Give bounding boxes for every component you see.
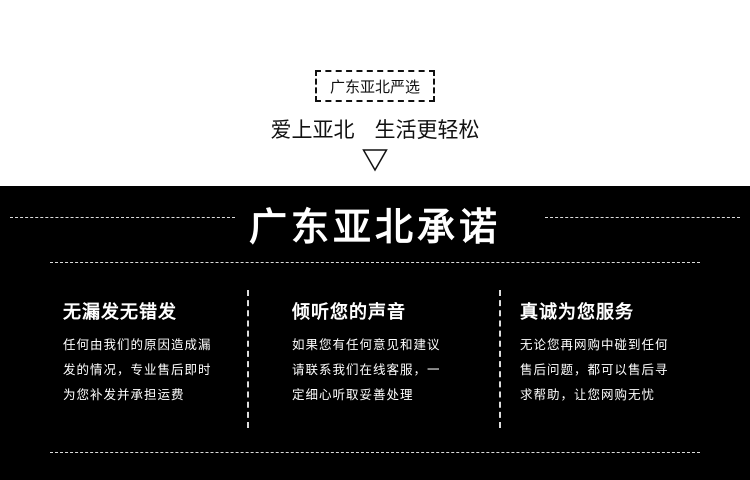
promise-column: 无漏发无错发 任何由我们的原因造成漏 发的情况，专业售后即时 为您补发并承担运费 <box>63 298 212 407</box>
column-heading: 无漏发无错发 <box>63 302 177 323</box>
promise-section: 广东亚北承诺 无漏发无错发 任何由我们的原因造成漏 发的情况，专业售后即时 为您… <box>0 186 750 480</box>
column-line: 定细心听取妥善处理 <box>292 387 414 402</box>
column-line: 求帮助，让您网购无忧 <box>520 387 656 402</box>
column-divider <box>499 290 501 428</box>
promise-title: 广东亚北承诺 <box>248 205 501 249</box>
column-heading: 真诚为您服务 <box>520 302 634 323</box>
column-line: 请联系我们在线客服，一 <box>292 362 441 377</box>
column-line: 如果您有任何意见和建议 <box>292 337 441 352</box>
down-triangle-icon <box>362 149 388 172</box>
promise-column: 真诚为您服务 无论您再网购中碰到任何 售后问题，都可以售后寻 求帮助，让您网购无… <box>520 298 669 407</box>
divider <box>10 217 235 218</box>
column-heading: 倾听您的声音 <box>292 302 406 323</box>
divider <box>50 262 700 263</box>
brand-tag: 广东亚北严选 <box>315 70 435 102</box>
column-line: 无论您再网购中碰到任何 <box>520 337 669 352</box>
column-line: 为您补发并承担运费 <box>63 387 185 402</box>
divider <box>50 452 700 453</box>
divider <box>545 217 740 218</box>
slogan: 爱上亚北 生活更轻松 <box>270 118 480 142</box>
header-section: 广东亚北严选 爱上亚北 生活更轻松 <box>0 0 750 186</box>
column-line: 任何由我们的原因造成漏 <box>63 337 212 352</box>
column-line: 售后问题，都可以售后寻 <box>520 362 669 377</box>
column-divider <box>247 290 249 428</box>
column-line: 发的情况，专业售后即时 <box>63 362 212 377</box>
promise-column: 倾听您的声音 如果您有任何意见和建议 请联系我们在线客服，一 定细心听取妥善处理 <box>292 298 441 407</box>
